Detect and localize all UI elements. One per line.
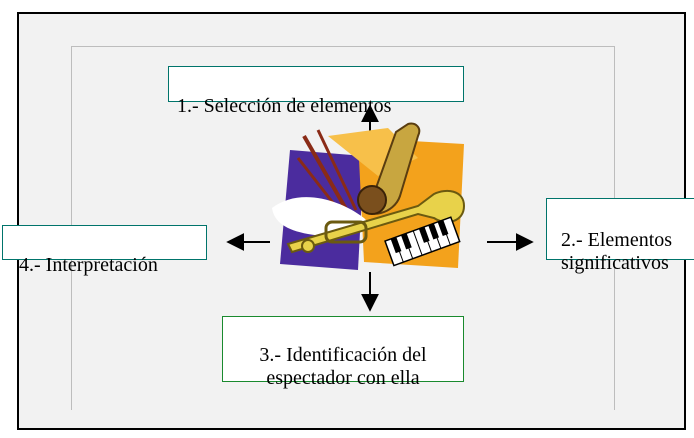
musical-instruments-clipart-icon: [272, 122, 466, 270]
step-4-label: 4.- Interpretación: [19, 254, 158, 276]
step-1-box: 1.- Selección de elementos: [168, 66, 464, 117]
step-3-label: 3.- Identificación del espectador con el…: [259, 344, 427, 389]
step-2-label: 2.- Elementos significativos: [561, 229, 673, 274]
step-4-box: 4.- Interpretación: [2, 225, 207, 276]
step-1-label: 1.- Selección de elementos: [177, 95, 392, 117]
step-2-box: 2.- Elementos significativos: [546, 198, 694, 274]
step-3-box: 3.- Identificación del espectador con el…: [222, 316, 464, 389]
